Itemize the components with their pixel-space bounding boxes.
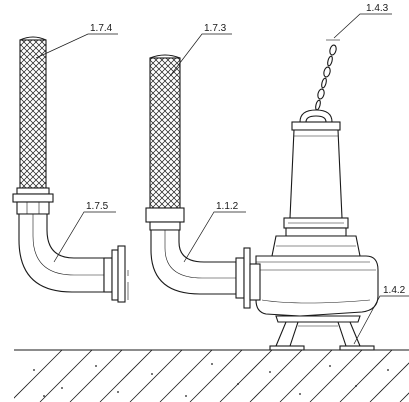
leader-lines	[35, 13, 409, 345]
motor-housing	[289, 129, 343, 219]
left-hose-assembly	[12, 36, 129, 303]
label-hose-left: 1.7.4	[90, 23, 113, 34]
label-elbow-left: 1.7.5	[86, 201, 109, 212]
label-stand: 1.4.2	[383, 285, 406, 296]
label-chain: 1.4.3	[366, 3, 389, 14]
ground-surface	[14, 349, 409, 402]
pump-stand	[269, 321, 375, 351]
label-hose-middle: 1.7.3	[204, 23, 227, 34]
label-elbow-middle: 1.1.2	[216, 201, 239, 212]
pump-volute	[255, 255, 379, 317]
lifting-chain	[315, 39, 340, 111]
middle-braided-hose	[149, 57, 181, 209]
middle-elbow-pipe	[150, 229, 237, 295]
left-braided-hose	[19, 39, 47, 189]
left-elbow-pipe	[18, 213, 105, 293]
middle-hose-assembly	[145, 54, 251, 309]
submersible-pump	[249, 39, 379, 351]
